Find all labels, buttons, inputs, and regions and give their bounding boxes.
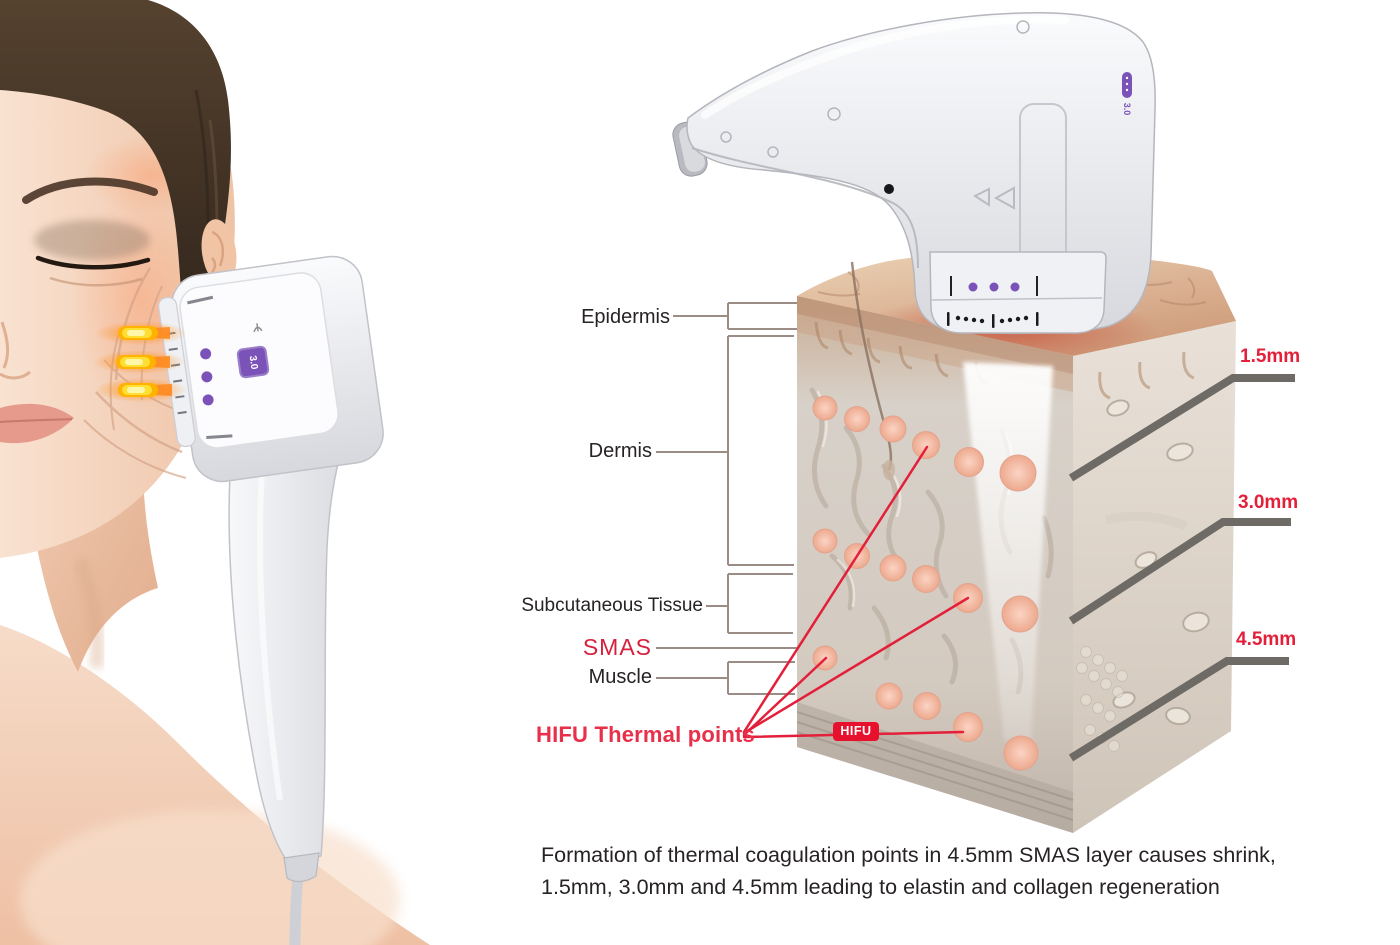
caption-line-2: 1.5mm, 3.0mm and 4.5mm leading to elasti… [541,875,1220,899]
bracket-subcutaneous [706,573,793,634]
hair [0,0,238,462]
device-cable [289,870,304,945]
label-smas: SMAS [582,634,652,660]
device-side-label: 3.0 [1122,102,1132,116]
hand-icon [253,323,263,333]
depth-bars [1068,374,1295,762]
beam [95,321,187,345]
label-hifu-thermal-points: HIFU Thermal points [536,722,755,747]
ultrasound-column [963,362,1053,742]
device-ferrule [283,852,320,883]
closed-eye [34,220,151,287]
device-depth-display: 3.0 [236,345,270,379]
label-epidermis: Epidermis [581,306,670,328]
caption: Formation of thermal coagulation points … [541,839,1321,903]
label-dermis: Dermis [588,440,652,462]
cartridge-dots [947,312,1039,328]
skin-block [796,251,1236,833]
label-subcutaneous-tissue: Subcutaneous Tissue [521,595,703,616]
caption-line-1: Formation of thermal coagulation points … [541,843,1276,867]
depth-bar-3-0mm [1068,518,1291,625]
hifu-handpiece-top [672,11,1156,335]
eyebrow [22,177,158,204]
indicator-leds [200,348,214,406]
cable-port [884,184,894,194]
treatment-beams [93,321,187,402]
cartridge [929,251,1107,334]
depth-bar-1-5mm [1068,374,1295,482]
dermal-papillae [814,321,1195,400]
label-brackets [656,302,797,695]
depth-label-4-5mm: 4.5mm [1236,629,1297,650]
skin-side-face [1073,321,1236,833]
depth-label-3-0mm: 3.0mm [1238,492,1299,513]
brand-logo-mark [972,186,1015,210]
label-muscle: Muscle [588,666,652,688]
nose [0,321,31,380]
bracket-epidermis [673,302,797,330]
device-depth-value: 3.0 [246,354,260,370]
bracket-muscle [656,661,795,695]
beam [93,350,185,374]
fat-cells [1076,646,1128,752]
ear [201,219,237,285]
beam [95,378,187,402]
hifu-badge: HIFU [833,722,879,741]
hair-shaft [850,261,893,471]
device-handle [228,445,341,863]
bracket-dermis [656,335,794,566]
lips [0,403,74,444]
cartridge-leds [968,282,1020,292]
depth-bar-4-5mm [1068,657,1289,762]
depth-label-1-5mm: 1.5mm [1240,346,1301,367]
